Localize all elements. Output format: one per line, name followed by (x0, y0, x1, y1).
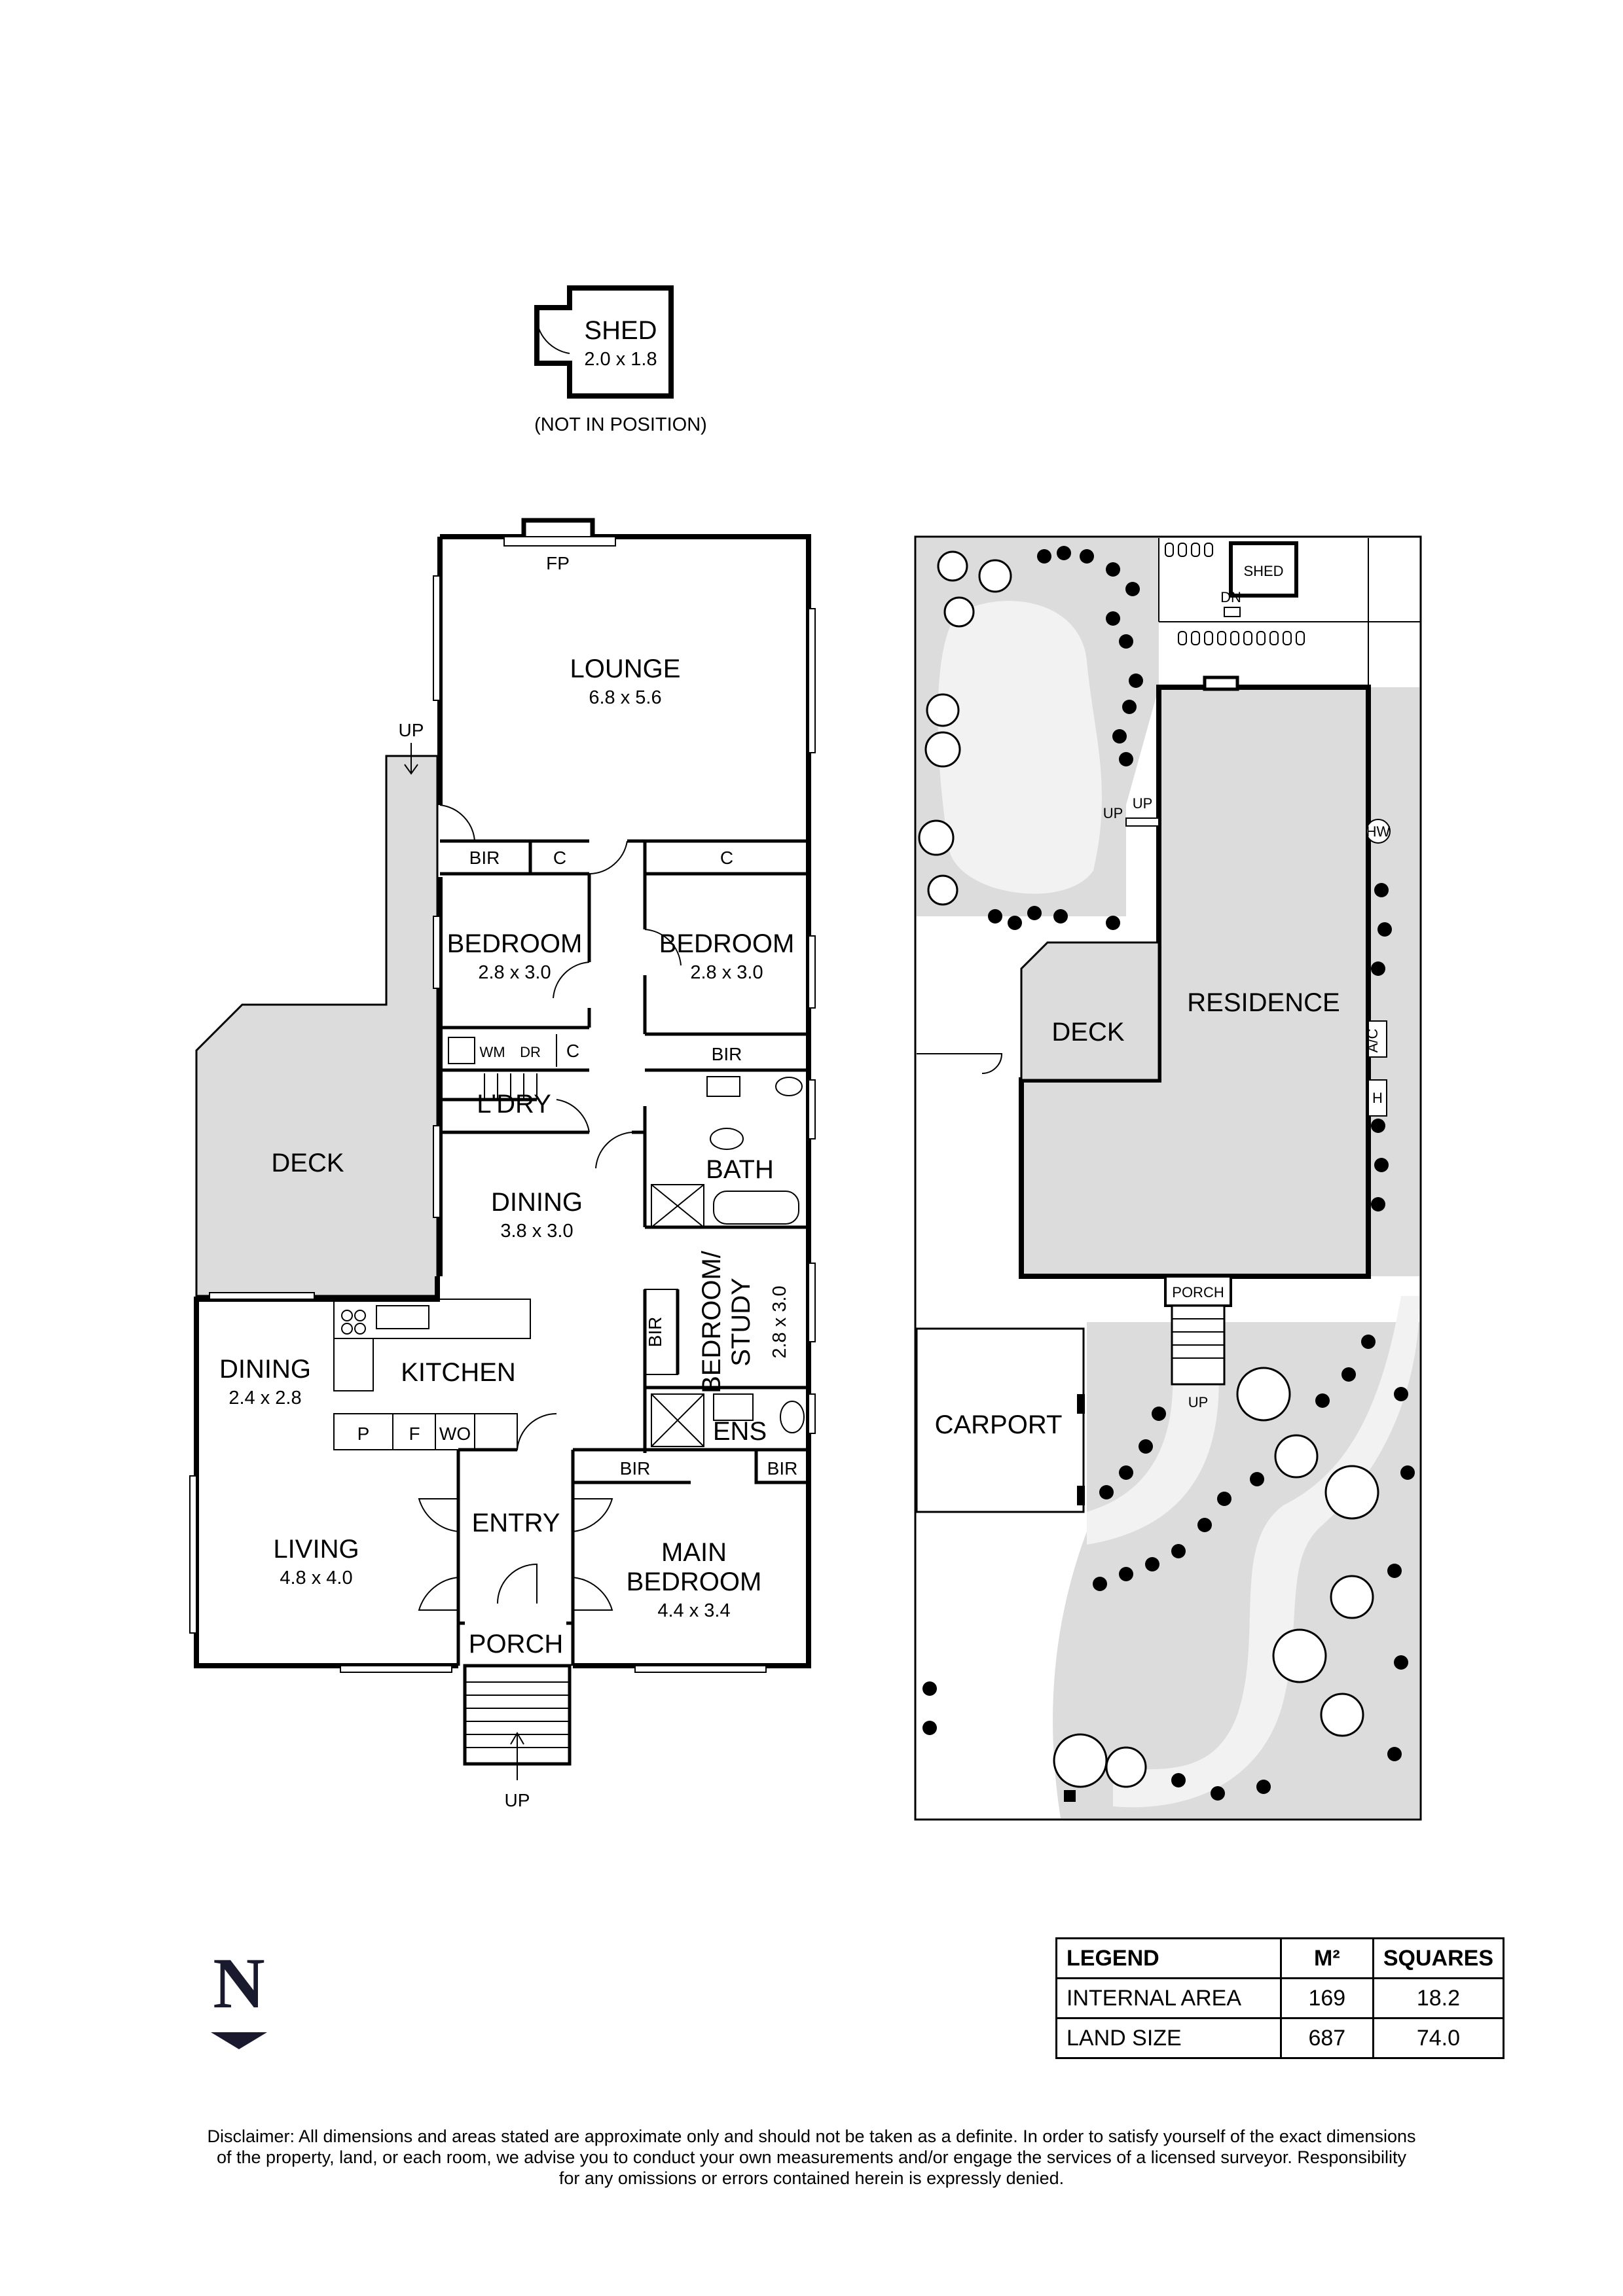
shed-note: (NOT IN POSITION) (534, 414, 707, 435)
legend-row: INTERNAL AREA 169 18.2 (1055, 1977, 1505, 2019)
outer-walls: FP (189, 518, 816, 1673)
bedroom-2-label: BEDROOM (659, 929, 795, 958)
bir-label-5: BIR (767, 1458, 798, 1479)
site-shed-label: SHED (1243, 563, 1283, 579)
entry-label: ENTRY (472, 1509, 560, 1537)
study-dims: 2.8 x 3.0 (769, 1285, 790, 1358)
legend-row-m2: 687 (1279, 2017, 1374, 2059)
bir-label-1: BIR (469, 848, 500, 868)
shed-label: SHED (584, 316, 657, 345)
pantry-label: P (357, 1424, 370, 1444)
legend-table: LEGEND M² SQUARES INTERNAL AREA 169 18.2… (1055, 1937, 1505, 2059)
deck-area: DECK UP (195, 720, 439, 1297)
c-label-1: C (553, 848, 566, 868)
bedroom-1-label: BEDROOM (447, 929, 583, 958)
legend-row-squares: 18.2 (1372, 1977, 1505, 2019)
shed-detached: SHED 2.0 x 1.8 (NOT IN POSITION) (534, 285, 707, 435)
site-deck-label: DECK (1051, 1018, 1124, 1047)
deck-label: DECK (271, 1149, 344, 1177)
site-ac-label: A/C (1364, 1029, 1381, 1053)
site-porch-label: PORCH (1172, 1284, 1224, 1300)
legend-header-m2: M² (1279, 1937, 1374, 1979)
legend-header: LEGEND M² SQUARES (1055, 1937, 1505, 1979)
c-label-3: C (566, 1041, 579, 1061)
site-bushes (922, 546, 1415, 1801)
shed-dims: 2.0 x 1.8 (584, 349, 657, 370)
fridge-label: F (409, 1424, 420, 1444)
porch-up-label: UP (505, 1790, 530, 1810)
site-up-label-1: UP (1188, 1394, 1209, 1410)
bir-label-2: BIR (712, 1044, 742, 1064)
dr-label: DR (520, 1044, 541, 1060)
ens-label: ENS (713, 1417, 767, 1446)
site-hw-label: HW (1366, 823, 1391, 840)
north-arrow-icon (211, 2032, 267, 2049)
disclaimer-line-2: of the property, land, or each room, we … (217, 2147, 1406, 2167)
porch-label: PORCH (469, 1630, 563, 1659)
study-line2: STUDY (727, 1278, 756, 1367)
bath-label: BATH (706, 1155, 774, 1184)
legend-row-label: LAND SIZE (1055, 2017, 1282, 2059)
site-up-label-3: UP (1103, 805, 1123, 821)
living-label: LIVING (273, 1535, 359, 1564)
fixtures (333, 1034, 805, 1450)
site-carport-label: CARPORT (935, 1410, 1063, 1439)
site-dn-label: DN (1220, 589, 1241, 605)
site-residence-label: RESIDENCE (1187, 988, 1340, 1017)
legend-row-m2: 169 (1279, 1977, 1374, 2019)
lounge-label: LOUNGE (570, 655, 681, 683)
wm-label: WM (479, 1044, 505, 1060)
site-trees (918, 550, 1379, 1788)
deck-up-label: UP (399, 720, 424, 740)
dining2-label: DINING (219, 1355, 311, 1384)
fireplace-label: FP (546, 553, 570, 573)
study-line1: BEDROOM/ (697, 1250, 726, 1393)
laundry-label: L'DRY (477, 1090, 551, 1119)
disclaimer-line-1: Disclaimer: All dimensions and areas sta… (207, 2126, 1416, 2146)
site-plan: RESIDENCE DECK PORCH UP CARPORT SHED DN (914, 535, 1422, 1821)
living-dims: 4.8 x 4.0 (280, 1568, 352, 1588)
site-h-label: H (1372, 1090, 1383, 1106)
north-arrow: N (203, 1947, 275, 2049)
wo-label: WO (439, 1424, 471, 1444)
disclaimer-line-3: for any omissions or errors contained he… (558, 2168, 1065, 2188)
dining2-dims: 2.4 x 2.8 (228, 1388, 301, 1408)
c-label-2: C (720, 848, 733, 868)
dining-dims: 3.8 x 3.0 (500, 1221, 573, 1242)
main-bedroom-line1: MAIN (661, 1538, 727, 1567)
disclaimer: Disclaimer: All dimensions and areas sta… (33, 2126, 1590, 2189)
site-up-label-2: UP (1133, 795, 1153, 812)
main-bedroom-dims: 4.4 x 3.4 (657, 1600, 730, 1621)
bedroom-1-dims: 2.8 x 3.0 (478, 962, 551, 983)
main-bedroom-line2: BEDROOM (627, 1568, 762, 1596)
room-labels: LOUNGE 6.8 x 5.6 BIR C C BEDROOM 2.8 x 3… (219, 655, 797, 1659)
bir-label-3: BIR (645, 1317, 665, 1348)
legend-row-label: INTERNAL AREA (1055, 1977, 1282, 2019)
legend-row-squares: 74.0 (1372, 2017, 1505, 2059)
dining-label: DINING (491, 1188, 583, 1217)
porch-stairs: UP (458, 1621, 573, 1810)
bir-label-4: BIR (620, 1458, 651, 1479)
legend-row: LAND SIZE 687 74.0 (1055, 2017, 1505, 2059)
lounge-dims: 6.8 x 5.6 (589, 687, 661, 708)
kitchen-label: KITCHEN (401, 1358, 516, 1387)
legend-header-squares: SQUARES (1372, 1937, 1505, 1979)
legend-header-label: LEGEND (1055, 1937, 1282, 1979)
bedroom-2-dims: 2.8 x 3.0 (690, 962, 763, 983)
north-label: N (213, 1943, 265, 2023)
